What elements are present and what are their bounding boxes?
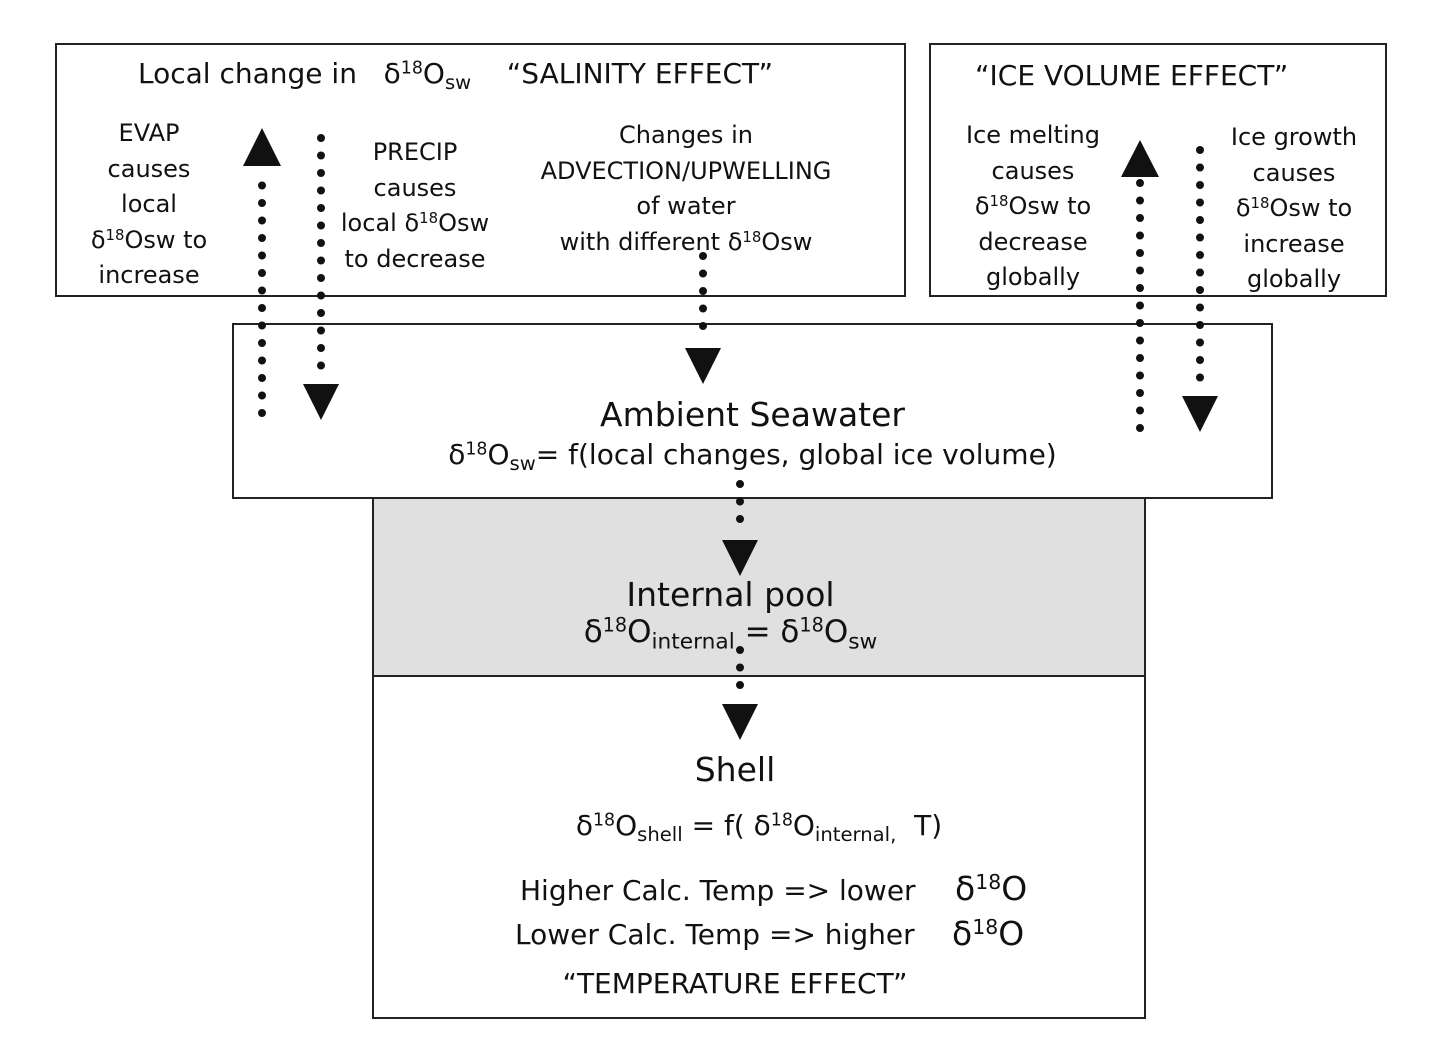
subscript-shell: shell <box>637 822 683 846</box>
evap-text: EVAP causes local δ18Osw to increase <box>78 116 220 294</box>
isotope-number: 18 <box>972 914 999 939</box>
advection-text-lines: Changes in ADVECTION/UPWELLING of water … <box>540 121 832 256</box>
ice-melting-text: Ice melting causes δ18Osw to decrease gl… <box>952 118 1114 296</box>
delta-symbol: δ <box>974 192 990 220</box>
oxygen-symbol: O <box>615 809 638 842</box>
temperature-effect-label: “TEMPERATURE EFFECT” <box>562 967 908 1000</box>
delta-symbol: δ <box>583 614 603 650</box>
isotope-number: 18 <box>602 613 628 637</box>
ambient-seawater-title: Ambient Seawater <box>600 395 905 434</box>
lower-temp-delta: δ18O <box>952 917 1024 950</box>
salinity-box-title: Local change in δ18Osw “SALINITY EFFECT” <box>138 57 774 93</box>
isotope-number: 18 <box>419 208 439 227</box>
salinity-effect-label: “SALINITY EFFECT” <box>506 57 774 90</box>
delta-symbol: δ <box>404 209 420 237</box>
delta-symbol: δ <box>1235 194 1251 222</box>
isotope-number: 18 <box>1250 193 1270 212</box>
lower-temp-text: Lower Calc. Temp => higher <box>515 918 915 951</box>
delta-symbol: δ <box>90 225 106 254</box>
ice-growth-effect-text: increase globally <box>1243 229 1345 294</box>
precip-osw-text: Osw <box>438 209 490 237</box>
subscript-sw: sw <box>509 451 536 475</box>
higher-temp-text: Higher Calc. Temp => lower <box>520 874 916 907</box>
ice-growth-text: Ice growth causes δ18Osw to increase glo… <box>1216 120 1372 298</box>
evap-osw-text: Osw to <box>124 225 208 254</box>
shell-box <box>372 675 1146 1019</box>
oxygen-symbol: O <box>998 914 1025 953</box>
oxygen-symbol: O <box>487 438 510 471</box>
internal-pool-title: Internal pool <box>626 575 835 614</box>
ice-growth-osw-text: Osw to <box>1269 194 1353 222</box>
shell-formula-mid: = f( <box>682 809 754 842</box>
advection-text: Changes in ADVECTION/UPWELLING of water … <box>526 118 846 260</box>
precip-text: PRECIP causes local δ18Osw to decrease <box>332 135 498 277</box>
subscript-sw: sw <box>848 629 878 655</box>
ambient-seawater-box <box>232 323 1273 499</box>
precip-text-lines: PRECIP causes local <box>340 138 458 237</box>
delta-symbol: δ <box>448 438 466 471</box>
title-prefix: Local change in <box>138 57 357 90</box>
subscript-sw: sw <box>444 70 472 94</box>
ice-volume-effect-title: “ICE VOLUME EFFECT” <box>975 59 1289 92</box>
delta-symbol: δ <box>952 914 973 953</box>
delta-symbol: δ <box>780 614 800 650</box>
precip-effect-text: to decrease <box>344 244 486 273</box>
oxygen-symbol: O <box>823 614 849 650</box>
advection-osw-text: Osw <box>761 227 813 256</box>
equals-sign: = <box>734 614 781 650</box>
ice-melting-osw-text: Osw to <box>1008 192 1092 220</box>
salinity-effect-box <box>55 43 906 297</box>
isotope-number: 18 <box>465 439 488 460</box>
shell-title: Shell <box>694 750 776 789</box>
delta-symbol: δ <box>383 57 401 90</box>
shell-formula: δ18Oshell = f( δ18Ointernal, T) <box>372 809 1146 845</box>
subscript-internal: internal, <box>814 822 897 846</box>
delta-symbol: δ <box>955 869 976 908</box>
evap-text-lines: EVAP causes local <box>107 119 191 218</box>
isotope-number: 18 <box>742 227 762 246</box>
oxygen-symbol: O <box>1001 869 1028 908</box>
isotope-number: 18 <box>105 225 125 244</box>
seawater-formula: δ18Osw= f(local changes, global ice volu… <box>232 438 1273 474</box>
higher-temp-delta: δ18O <box>955 872 1027 905</box>
delta-symbol: δ <box>575 809 593 842</box>
evap-effect-text: increase <box>98 261 200 289</box>
oxygen-symbol: O <box>422 57 445 90</box>
oxygen-symbol: O <box>627 614 652 650</box>
seawater-formula-rest: = f(local changes, global ice volume) <box>535 438 1057 471</box>
ice-melting-effect-text: decrease globally <box>978 227 1088 292</box>
subscript-internal: internal <box>651 629 735 655</box>
delta-symbol: δ <box>727 227 743 256</box>
isotope-number: 18 <box>989 191 1009 210</box>
shell-formula-end: T) <box>896 809 943 842</box>
isotope-number: 18 <box>400 58 423 79</box>
isotope-number: 18 <box>975 869 1002 894</box>
isotope-number: 18 <box>770 810 793 831</box>
internal-pool-formula: δ18Ointernal = δ18Osw <box>372 614 1089 653</box>
ice-melting-text-lines: Ice melting causes <box>965 121 1100 185</box>
ice-growth-text-lines: Ice growth causes <box>1230 123 1358 187</box>
oxygen-symbol: O <box>792 809 815 842</box>
delta-symbol: δ <box>753 809 771 842</box>
isotope-number: 18 <box>592 810 616 831</box>
isotope-number: 18 <box>799 613 824 637</box>
